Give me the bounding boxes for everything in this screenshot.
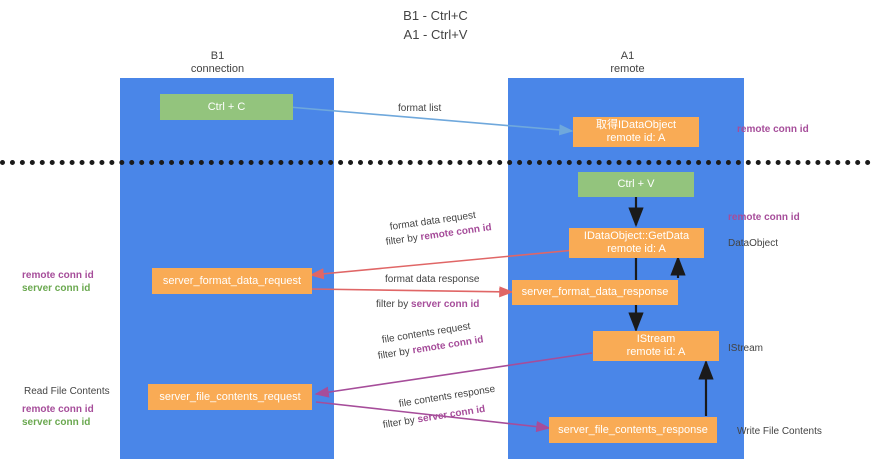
- annotation-left-server-conn-id-low: server conn id: [22, 417, 91, 428]
- box-istream-line1: IStream: [636, 333, 676, 345]
- box-get-dataobject[interactable]: 取得IDataObject remote id: A: [573, 117, 699, 147]
- page-title: B1 - Ctrl+C: [403, 8, 468, 23]
- server-conn-id-key: server conn id: [416, 403, 486, 426]
- annotation-write-file-contents: Write File Contents: [737, 426, 822, 437]
- box-ctrl-v[interactable]: Ctrl + V: [578, 172, 694, 197]
- filter-by-prefix: filter by: [377, 345, 414, 362]
- box-ctrl-c[interactable]: Ctrl + C: [160, 94, 293, 120]
- annotation-left-remote-conn-id-low: remote conn id: [22, 404, 94, 415]
- lane-header-a1-line2: remote: [610, 63, 645, 75]
- box-idataobject-getdata[interactable]: IDataObject::GetData remote id: A: [569, 228, 704, 258]
- filter-by-prefix: filter by: [376, 299, 412, 310]
- box-server-format-data-request[interactable]: server_format_data_request: [152, 268, 312, 294]
- page-subtitle: A1 - Ctrl+V: [403, 27, 468, 42]
- annotation-dataobject: DataObject: [728, 238, 779, 249]
- box-istream[interactable]: IStream remote id: A: [593, 331, 719, 361]
- annotation-remote-conn-id-top: remote conn id: [737, 124, 809, 135]
- box-idataobject-getdata-line2: remote id: A: [607, 243, 666, 255]
- arrow-label-format-list: format list: [398, 103, 442, 114]
- annotation-left-remote-conn-id-mid: remote conn id: [22, 270, 94, 281]
- annotation-remote-conn-id-mid: remote conn id: [728, 212, 800, 223]
- annotation-read-file-contents: Read File Contents: [24, 386, 110, 397]
- box-server-format-data-request-label: server_format_data_request: [162, 274, 302, 287]
- lane-header-b1: B1 connection: [140, 50, 295, 76]
- lane-header-b1-line1: B1: [210, 50, 225, 62]
- box-get-dataobject-line2: remote id: A: [606, 132, 666, 144]
- box-server-file-contents-request-label: server_file_contents_request: [159, 390, 301, 403]
- lane-header-b1-line2: connection: [190, 63, 245, 75]
- annotation-left-server-conn-id-mid: server conn id: [22, 283, 91, 294]
- filter-by-prefix: filter by: [382, 414, 419, 431]
- arrow-label-file-contents-response-line2: filter by server conn id: [382, 403, 486, 432]
- box-get-dataobject-line1: 取得IDataObject: [595, 119, 677, 131]
- annotation-istream: IStream: [728, 343, 764, 354]
- box-idataobject-getdata-line1: IDataObject::GetData: [583, 230, 690, 242]
- box-server-file-contents-response-label: server_file_contents_response: [558, 423, 708, 436]
- box-ctrl-v-label: Ctrl + V: [617, 178, 655, 190]
- lane-header-a1: A1 remote: [545, 50, 710, 76]
- server-conn-id-key: server conn id: [411, 299, 480, 310]
- box-istream-line2: remote id: A: [626, 346, 686, 358]
- filter-by-prefix: filter by: [385, 232, 422, 248]
- box-server-format-data-response[interactable]: server_format_data_response: [512, 280, 678, 305]
- arrow-label-format-data-response-line1: format data response: [385, 274, 480, 285]
- phase-divider: [0, 160, 871, 165]
- box-server-file-contents-request[interactable]: server_file_contents_request: [148, 384, 312, 410]
- lane-header-a1-line1: A1: [620, 50, 635, 62]
- box-ctrl-c-label: Ctrl + C: [207, 100, 246, 113]
- arrow-label-format-data-response-line2: filter by server conn id: [376, 298, 479, 311]
- box-server-file-contents-response[interactable]: server_file_contents_response: [549, 417, 717, 443]
- box-server-format-data-response-label: server_format_data_response: [521, 286, 669, 298]
